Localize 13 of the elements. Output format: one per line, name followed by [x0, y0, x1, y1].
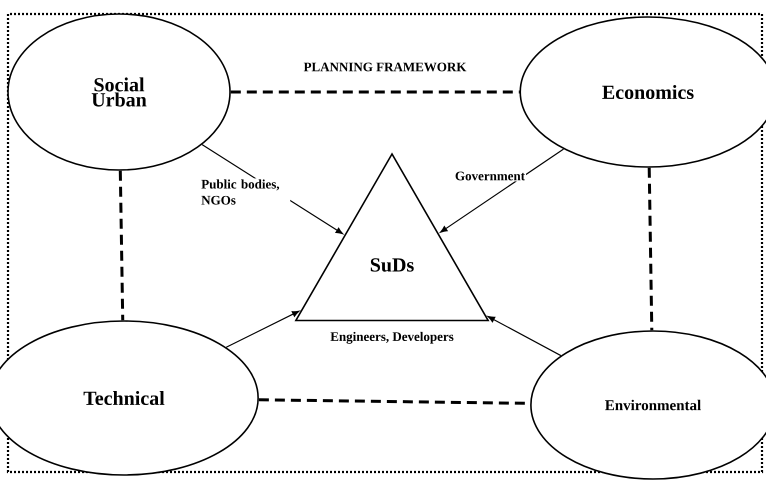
node-label: Environmental: [605, 400, 701, 410]
node-label: Engineers, Developers: [330, 332, 454, 344]
arrow: [488, 316, 562, 356]
edge-label: Government: [454, 170, 526, 182]
arrow: [226, 310, 300, 348]
edge-label: PLANNING FRAMEWORK: [302, 62, 468, 72]
dashed-line: [648, 168, 654, 330]
edge-label: Public bodies, NGOs: [200, 178, 290, 206]
dashed-line: [230, 90, 520, 94]
node-label: Economics: [602, 84, 694, 100]
dashed-line: [118, 170, 124, 320]
node-label: Technical: [84, 390, 164, 406]
arrow: [440, 148, 564, 233]
